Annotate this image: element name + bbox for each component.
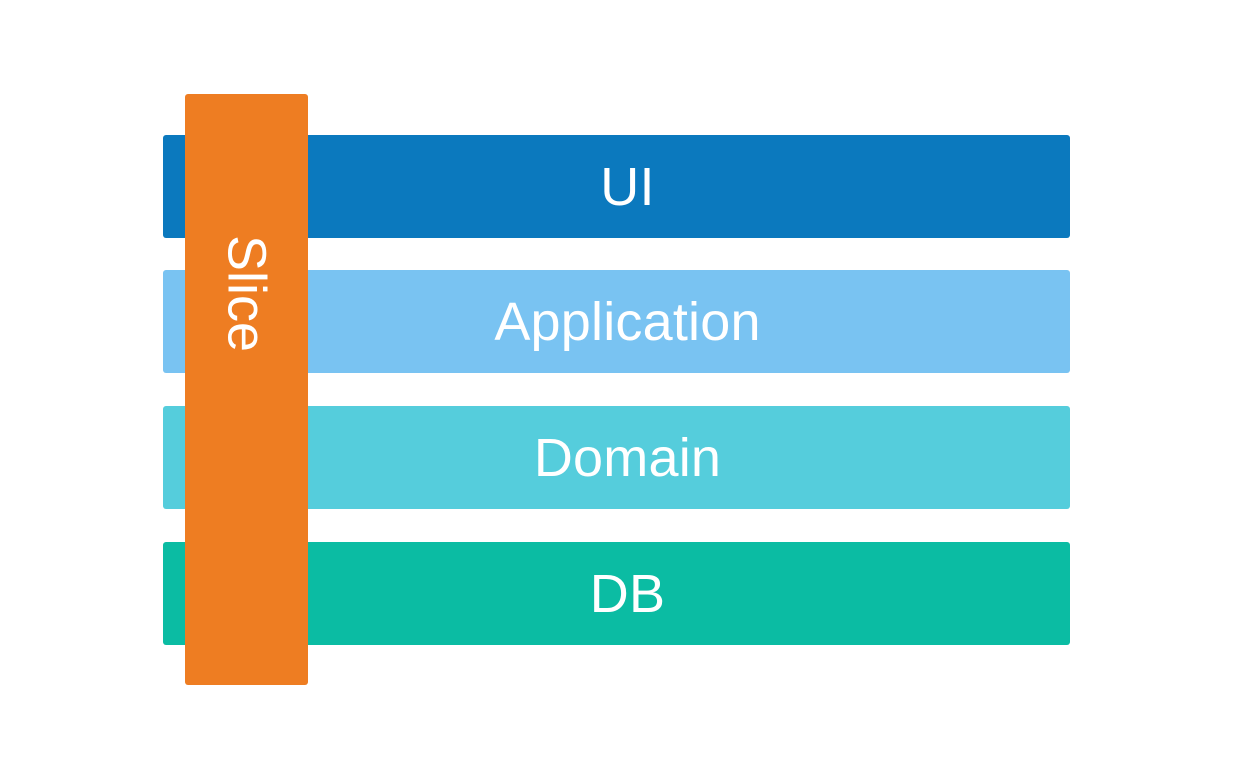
layer-bar-application[interactable]: Application (163, 270, 1070, 373)
layer-label-domain: Domain (533, 427, 722, 488)
layer-label-application: Application (494, 291, 761, 352)
layer-bar-domain[interactable]: Domain (163, 406, 1070, 509)
vertical-slice-column[interactable]: Slice (185, 94, 308, 685)
layer-bar-ui[interactable]: UI (163, 135, 1070, 238)
layer-label-db: DB (589, 563, 666, 624)
vertical-slice-label: Slice (216, 234, 277, 353)
layer-bar-db[interactable]: DB (163, 542, 1070, 645)
layer-label-ui: UI (600, 156, 655, 217)
